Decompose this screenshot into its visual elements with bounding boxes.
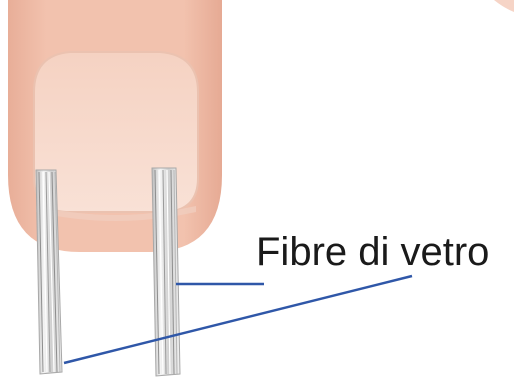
fiber-bundle-right [152,168,180,376]
fiber-label: Fibre di vetro [256,228,489,276]
leader-line-left-bundle [64,276,412,363]
corner-fragment [494,0,514,12]
